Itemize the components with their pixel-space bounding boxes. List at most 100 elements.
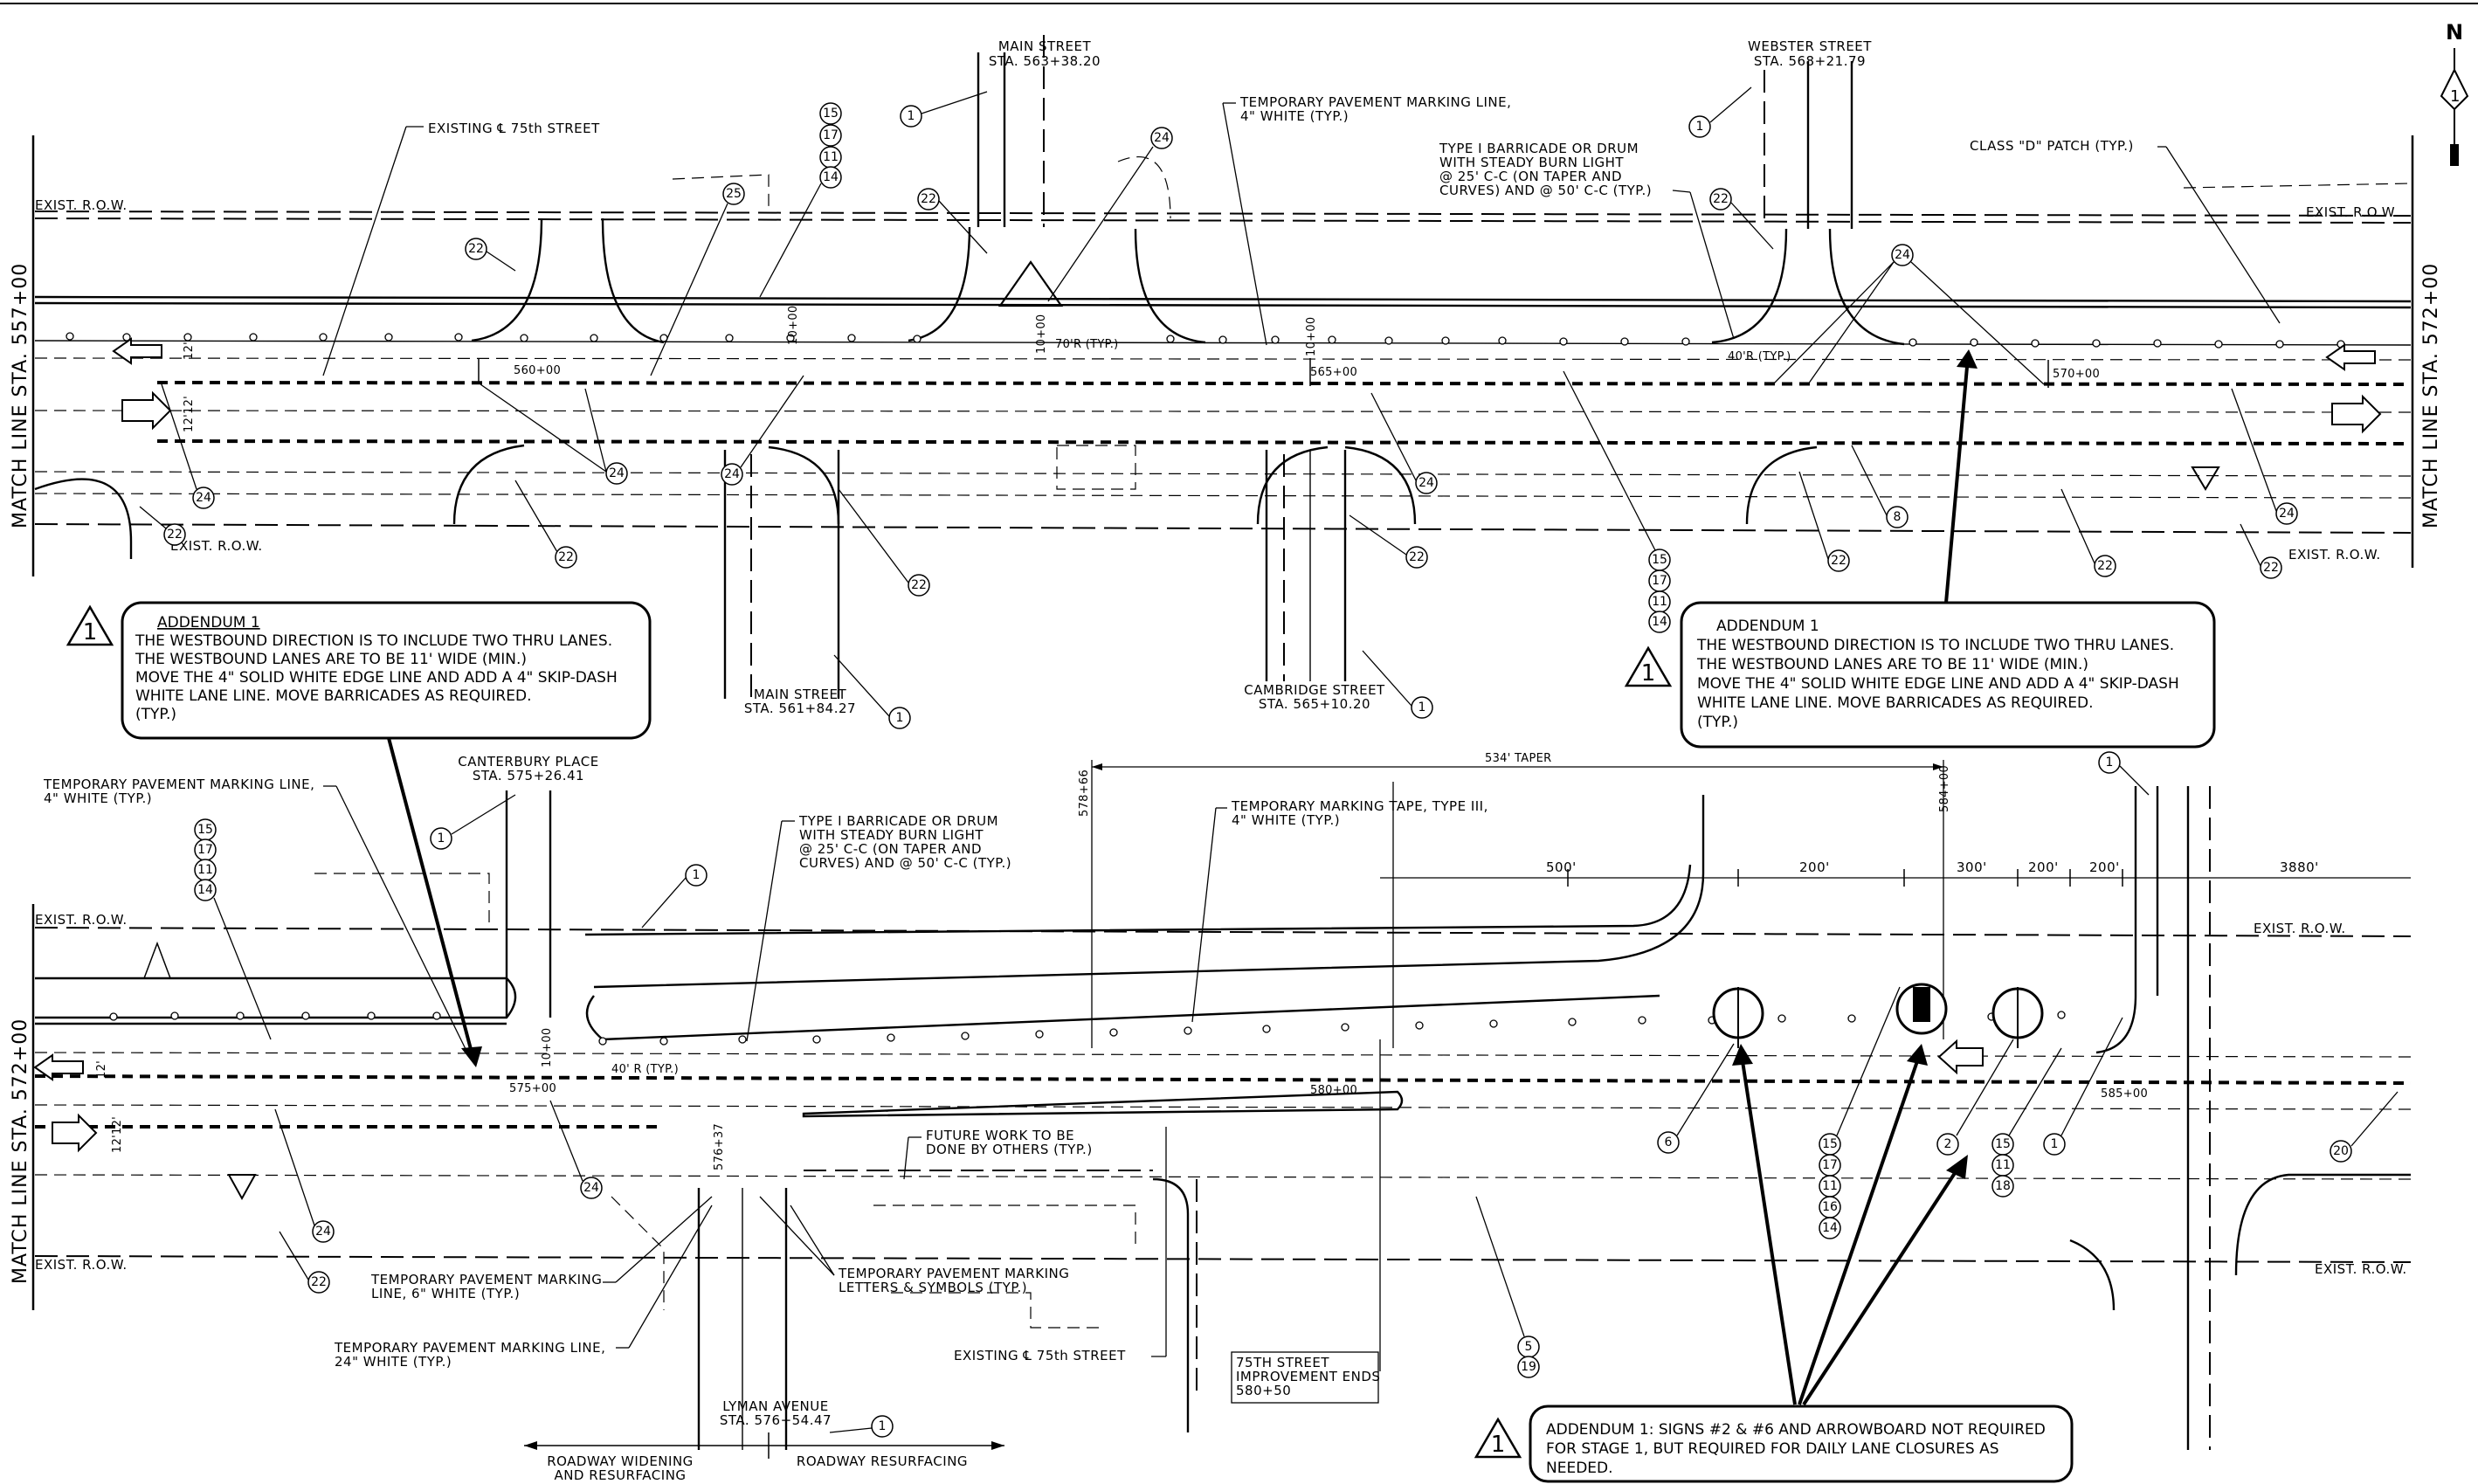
callout-bubble: 15	[1648, 549, 1671, 571]
callout-bubble: 22	[2094, 555, 2116, 577]
svg-text:EXIST. R.O.W.: EXIST. R.O.W.	[2254, 921, 2346, 936]
svg-text:THE WESTBOUND LANES ARE TO BE: THE WESTBOUND LANES ARE TO BE 11' WIDE (…	[1696, 656, 2088, 673]
callout-bubble: 22	[1405, 546, 1428, 569]
svg-text:1: 1	[2450, 87, 2460, 106]
addendum-bottom: 1 ADDENDUM 1: SIGNS #2 & #6 AND ARROWBOA…	[1474, 1044, 2074, 1483]
svg-text:4" WHITE (TYP.): 4" WHITE (TYP.)	[44, 790, 152, 806]
svg-text:2: 2	[1944, 1137, 1952, 1151]
svg-text:FOR STAGE 1, BUT REQUIRED FOR: FOR STAGE 1, BUT REQUIRED FOR DAILY LANE…	[1546, 1440, 1999, 1458]
callout-bubble: 11	[194, 859, 217, 881]
svg-text:1: 1	[2051, 1137, 2059, 1151]
callout-bubble: 24	[1150, 127, 1173, 149]
callout-bubble: 20	[2330, 1140, 2352, 1163]
svg-text:10+00: 10+00	[1305, 317, 1318, 356]
svg-text:585+00: 585+00	[2101, 1087, 2148, 1101]
svg-text:EXIST. R.O.W.: EXIST. R.O.W.	[35, 1257, 128, 1273]
westbound-arrow-icon	[112, 337, 162, 365]
addendum-left: 1 ADDENDUM 1 THE WESTBOUND DIRECTION IS …	[66, 601, 652, 1067]
svg-text:565+00: 565+00	[1310, 366, 1357, 379]
match-line-top-left: MATCH LINE STA. 557+00	[10, 263, 31, 528]
eastbound-double-arrow-icon	[121, 390, 172, 431]
svg-text:6: 6	[1665, 1135, 1673, 1149]
svg-text:10+00: 10+00	[1035, 314, 1048, 354]
svg-text:22: 22	[911, 578, 927, 592]
svg-text:STA. 565+10.20: STA. 565+10.20	[1259, 696, 1370, 712]
addendum-right: 1 ADDENDUM 1 THE WESTBOUND DIRECTION IS …	[1624, 349, 2216, 749]
callout-bubble: 22	[2260, 556, 2282, 579]
svg-text:11: 11	[823, 150, 839, 164]
callout-bubble: 18	[1991, 1175, 2014, 1198]
callout-bubble: 24	[721, 463, 743, 486]
svg-text:1: 1	[1491, 1432, 1506, 1458]
svg-text:575+00: 575+00	[509, 1082, 556, 1095]
svg-text:17: 17	[823, 128, 839, 142]
callout-bubble: 22	[917, 188, 940, 211]
svg-text:14: 14	[1822, 1221, 1838, 1235]
svg-text:N: N	[2446, 20, 2463, 45]
revision-triangle-icon	[1474, 1417, 1522, 1459]
callout-bubble: 15	[1819, 1133, 1841, 1156]
svg-text:@ 25' C-C (ON TAPER AND: @ 25' C-C (ON TAPER AND	[1439, 169, 1622, 184]
callout-bubble: 22	[1827, 549, 1850, 572]
svg-text:WITH STEADY BURN LIGHT: WITH STEADY BURN LIGHT	[1439, 155, 1624, 170]
svg-text:560+00: 560+00	[514, 364, 561, 377]
svg-text:ADDENDUM 1: SIGNS #2 & #6 AND: ADDENDUM 1: SIGNS #2 & #6 AND ARROWBOARD…	[1546, 1421, 2046, 1439]
svg-text:CURVES) AND @ 50' C-C (TYP.): CURVES) AND @ 50' C-C (TYP.)	[1439, 183, 1652, 198]
svg-text:12'12': 12'12'	[183, 396, 196, 432]
top-plan-roadway	[34, 35, 2412, 699]
svg-text:TEMPORARY PAVEMENT MARKING LIN: TEMPORARY PAVEMENT MARKING LINE,	[334, 1340, 605, 1356]
svg-text:1: 1	[1696, 120, 1704, 134]
westbound-arrow-icon	[2325, 343, 2376, 371]
svg-text:200': 200'	[2089, 859, 2120, 875]
callout-bubble: 1	[900, 105, 922, 128]
svg-text:25: 25	[726, 187, 742, 201]
svg-text:1: 1	[438, 832, 445, 846]
match-lines: MATCH LINE STA. 557+00 MATCH LINE STA. 5…	[10, 135, 2442, 1310]
callout-bubble: 11	[819, 146, 842, 169]
svg-text:1: 1	[879, 1419, 887, 1433]
callout-bubble: 1	[2043, 1133, 2066, 1156]
callout-bubble: 22	[465, 238, 487, 260]
svg-text:EXIST. R.O.W.: EXIST. R.O.W.	[170, 538, 263, 554]
svg-text:THE WESTBOUND LANES ARE TO BE: THE WESTBOUND LANES ARE TO BE 11' WIDE (…	[135, 651, 527, 668]
svg-text:EXIST. R.O.W.: EXIST. R.O.W.	[35, 912, 128, 928]
svg-text:24: 24	[724, 467, 740, 481]
callout-bubble: 25	[722, 183, 745, 205]
westbound-arrow-icon	[33, 1053, 84, 1081]
svg-text:10+00: 10+00	[787, 306, 800, 345]
svg-text:14: 14	[823, 170, 839, 184]
svg-text:EXIST. R.O.W.: EXIST. R.O.W.	[2306, 204, 2399, 220]
svg-text:IMPROVEMENT ENDS: IMPROVEMENT ENDS	[1236, 1369, 1380, 1384]
callout-bubble: 17	[819, 124, 842, 147]
svg-text:CANTERBURY PLACE: CANTERBURY PLACE	[458, 754, 598, 770]
callout-bubble: 15	[194, 818, 217, 841]
bottom-callouts: 1 1 15 17 11 14 24 24 22 1 6 15 17 11 16…	[194, 751, 2399, 1438]
svg-text:MAIN STREET: MAIN STREET	[754, 687, 847, 702]
svg-text:578+66: 578+66	[1078, 770, 1091, 817]
svg-text:1: 1	[908, 109, 915, 123]
svg-text:24: 24	[1154, 131, 1170, 145]
callout-bubble: 24	[2275, 502, 2298, 525]
svg-text:500': 500'	[1546, 859, 1577, 875]
svg-text:ROADWAY WIDENING: ROADWAY WIDENING	[547, 1453, 694, 1469]
svg-text:EXIST. R.O.W.: EXIST. R.O.W.	[35, 197, 128, 213]
callout-bubble: 17	[1648, 569, 1671, 592]
callout-bubble: 22	[908, 574, 930, 597]
svg-text:17: 17	[1822, 1158, 1838, 1172]
svg-text:580+50: 580+50	[1236, 1383, 1291, 1398]
callout-bubble: 16	[1819, 1196, 1841, 1218]
callout-bubble: 24	[192, 487, 215, 509]
dimension-lines: 534' TAPER 500' 200' 300' 200' 200' 3880…	[1092, 752, 2411, 887]
svg-text:12'12': 12'12'	[111, 1116, 124, 1153]
svg-text:LINE, 6" WHITE (TYP.): LINE, 6" WHITE (TYP.)	[371, 1286, 520, 1301]
svg-text:75TH STREET: 75TH STREET	[1236, 1355, 1329, 1370]
svg-text:24: 24	[2279, 507, 2295, 521]
sign-2-cloud-icon	[1991, 987, 2044, 1048]
svg-text:17: 17	[197, 843, 213, 857]
callout-bubble: 17	[194, 839, 217, 861]
top-plan-labels: MAIN STREET STA. 563+38.20 WEBSTER STREE…	[35, 38, 2399, 716]
svg-text:15: 15	[197, 823, 213, 837]
bottom-plan-labels: CANTERBURY PLACE STA. 575+26.41 LYMAN AV…	[35, 754, 2406, 1483]
svg-text:580+00: 580+00	[1310, 1084, 1357, 1097]
match-line-bottom-left: MATCH LINE STA. 572+00	[10, 1018, 31, 1284]
